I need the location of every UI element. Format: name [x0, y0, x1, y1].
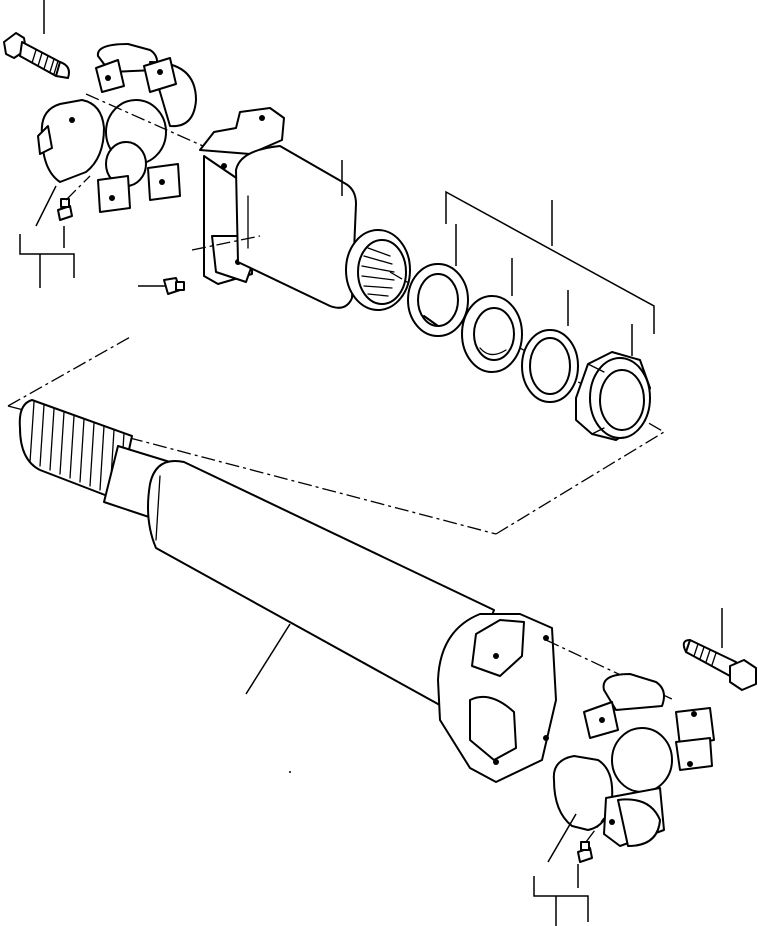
- stray-dot: [289, 771, 291, 773]
- grease-fitting-yoke-icon: [138, 277, 185, 295]
- centerline: [191, 235, 261, 251]
- callout-bracket-lower-joint: [533, 813, 589, 926]
- drive-shaft-tube-icon: [18, 399, 557, 783]
- centerline: [85, 93, 213, 151]
- bolt-upper-icon: [3, 32, 70, 79]
- u-joint-upper-icon: [37, 43, 197, 213]
- centerline: [545, 639, 675, 701]
- washer-icon: [521, 329, 579, 403]
- callout-bracket-seal-stack: [445, 190, 655, 356]
- snap-ring-icon: [407, 263, 469, 337]
- assembly-axis: [495, 431, 665, 535]
- callout-bracket-upper-joint: [19, 185, 75, 288]
- grease-fitting-upper-icon: [57, 175, 91, 221]
- felt-seal-icon: [461, 295, 523, 373]
- u-joint-lower-icon: [552, 673, 715, 847]
- bolt-lower-icon: [682, 639, 757, 691]
- assembly-axis: [7, 335, 133, 407]
- grease-fitting-lower-icon: [577, 817, 605, 863]
- dust-cap-icon: [575, 351, 651, 441]
- internal-spline-teeth: [361, 247, 395, 297]
- slip-yoke-icon: [199, 107, 411, 311]
